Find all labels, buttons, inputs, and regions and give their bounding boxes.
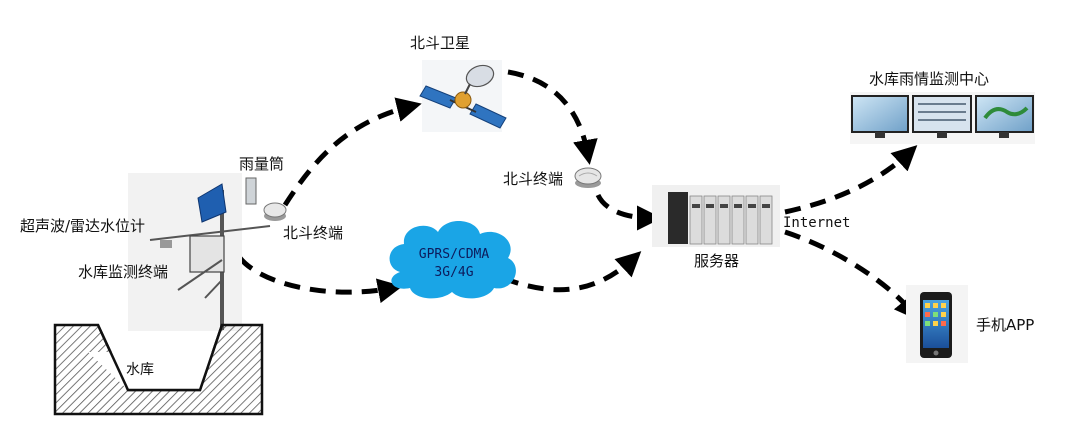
- arrow-cloud-to-server: [502, 251, 642, 293]
- reservoir-icon: [53, 323, 264, 416]
- arrow-server-to-center: [784, 145, 918, 215]
- arrow-station-to-satellite: [282, 97, 422, 207]
- arrow-station-to-cloud: [238, 256, 403, 304]
- cloud-icon: [389, 220, 516, 299]
- beidou-terminal-icon: [574, 167, 602, 188]
- beidou-terminal-label-top: 北斗终端: [503, 170, 564, 188]
- cloud-label-line1: GPRS/CDMA: [418, 247, 490, 262]
- server-rack-icon: [652, 185, 780, 247]
- rain-gauge-label: 雨量筒: [239, 155, 285, 173]
- monitor-screens-icon: [850, 92, 1035, 144]
- reservoir-label: 水库: [126, 362, 154, 378]
- monitor-terminal-label: 水库监测终端: [78, 263, 169, 281]
- water-level-meter-label: 超声波/雷达水位计: [20, 217, 146, 235]
- mobile-app-label: 手机APP: [976, 316, 1035, 334]
- beidou-terminal-label-station: 北斗终端: [283, 224, 344, 242]
- arrows: [238, 69, 920, 321]
- monitoring-station-icon: [128, 173, 287, 331]
- internet-label: Internet: [783, 215, 851, 231]
- server-label: 服务器: [694, 252, 740, 270]
- satellite-icon: [419, 60, 507, 132]
- monitor-center-label: 水库雨情监测中心: [869, 70, 990, 88]
- arrow-satellite-to-terminal: [507, 69, 598, 165]
- smartphone-icon: [906, 285, 968, 363]
- arrow-server-to-phone: [784, 229, 920, 321]
- satellite-label: 北斗卫星: [410, 34, 471, 52]
- cloud-label-line2: 3G/4G: [434, 265, 474, 280]
- arrow-terminal-to-server: [595, 193, 662, 231]
